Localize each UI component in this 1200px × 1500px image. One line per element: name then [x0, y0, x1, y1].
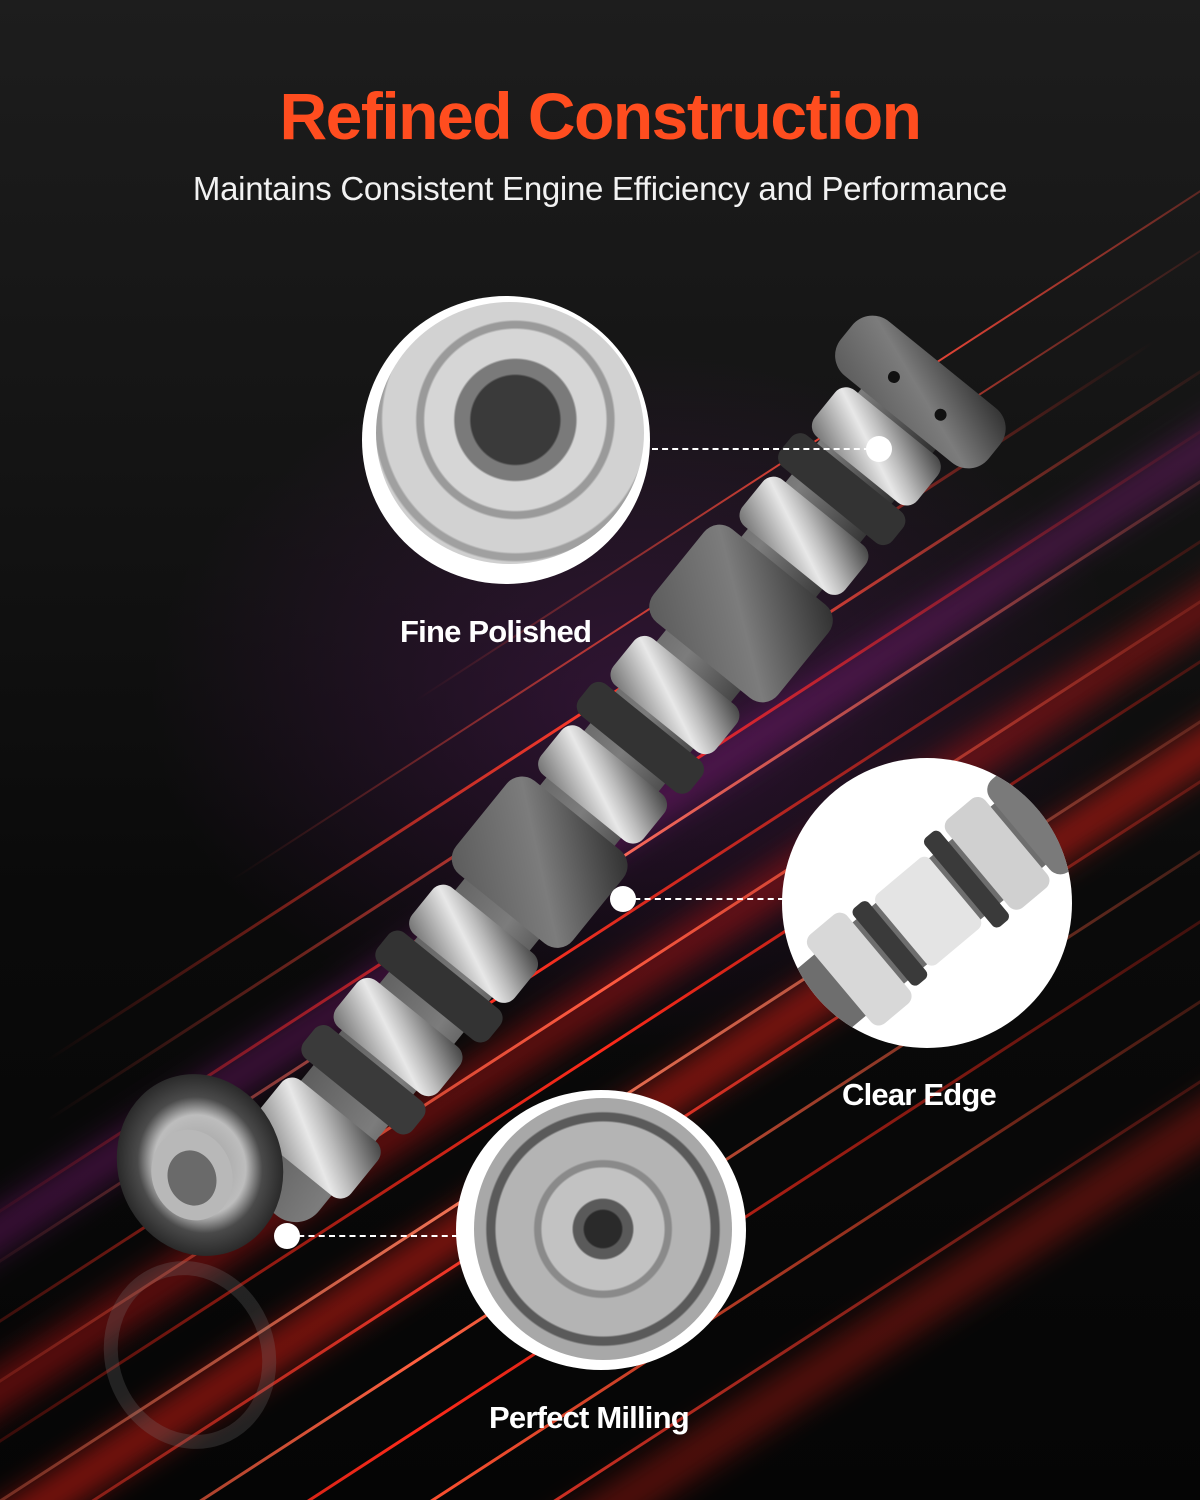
perfect-milling-hotspot[interactable]	[274, 1223, 300, 1249]
fine-polished-label: Fine Polished	[400, 614, 592, 649]
fine-polished-connector-line	[652, 448, 880, 450]
clear-edge-connector-line	[624, 898, 784, 900]
clear-edge-label: Clear Edge	[842, 1077, 997, 1112]
fine-polished-hotspot[interactable]	[866, 436, 892, 462]
page-title: Refined Construction	[279, 79, 923, 153]
fine-polished-detail-image	[362, 296, 650, 584]
perfect-milling-connector-line	[288, 1235, 458, 1237]
camshaft-lobe-closeup	[782, 758, 1072, 1048]
page-subtitle: Maintains Consistent Engine Efficiency a…	[192, 170, 1008, 207]
clear-edge-detail-image	[782, 758, 1072, 1048]
clear-edge-hotspot[interactable]	[610, 886, 636, 912]
perfect-milling-label: Perfect Milling	[489, 1400, 690, 1435]
perfect-milling-detail-image	[456, 1090, 746, 1370]
